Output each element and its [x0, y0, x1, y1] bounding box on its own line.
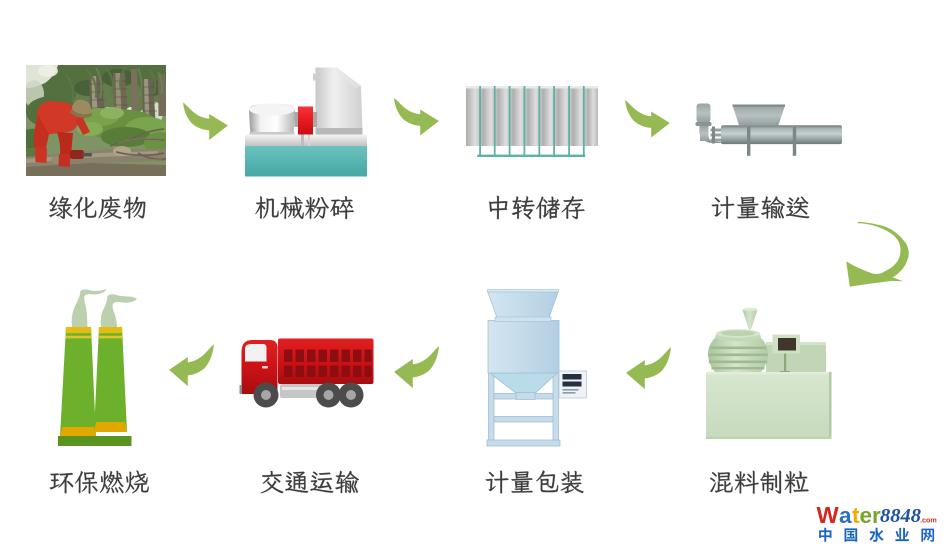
- svg-text:W: W: [817, 502, 840, 528]
- svg-text:.com: .com: [920, 516, 937, 525]
- svg-text:a: a: [839, 503, 852, 528]
- svg-text:8848: 8848: [880, 505, 921, 527]
- svg-text:t: t: [852, 503, 860, 528]
- svg-text:e: e: [860, 503, 873, 528]
- svg-text:r: r: [872, 503, 881, 528]
